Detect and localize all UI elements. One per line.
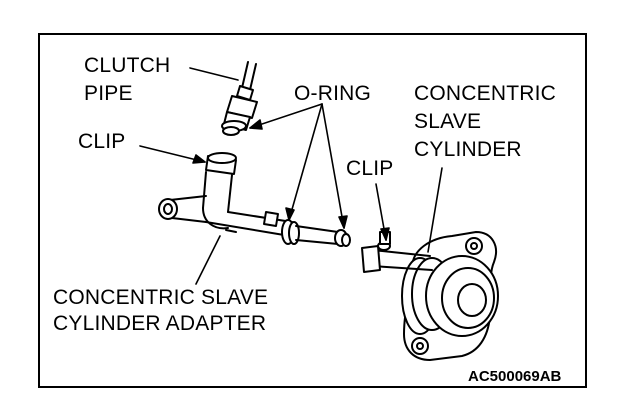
diagram-frame <box>38 33 587 388</box>
figure-code: AC500069AB <box>468 368 562 385</box>
label-clip-left: CLIP <box>78 130 126 153</box>
label-clutch-pipe-line2: PIPE <box>84 82 133 105</box>
label-o-ring: O-RING <box>294 82 372 105</box>
label-adapter-line2: CYLINDER ADAPTER <box>53 312 267 335</box>
slave-cylinder-part <box>361 231 499 361</box>
label-clip-right: CLIP <box>346 157 394 180</box>
label-concentric-slave-cylinder-line1: CONCENTRIC <box>414 82 556 105</box>
clutch-pipe-part <box>221 61 258 136</box>
label-concentric-slave-cylinder-line2: SLAVE <box>414 110 482 133</box>
adapter-part <box>158 152 351 247</box>
leader-lines <box>139 67 443 285</box>
label-concentric-slave-cylinder-line3: CYLINDER <box>414 138 522 161</box>
label-clutch-pipe-line1: CLUTCH <box>84 54 171 77</box>
label-adapter-line1: CONCENTRIC SLAVE <box>53 286 269 309</box>
